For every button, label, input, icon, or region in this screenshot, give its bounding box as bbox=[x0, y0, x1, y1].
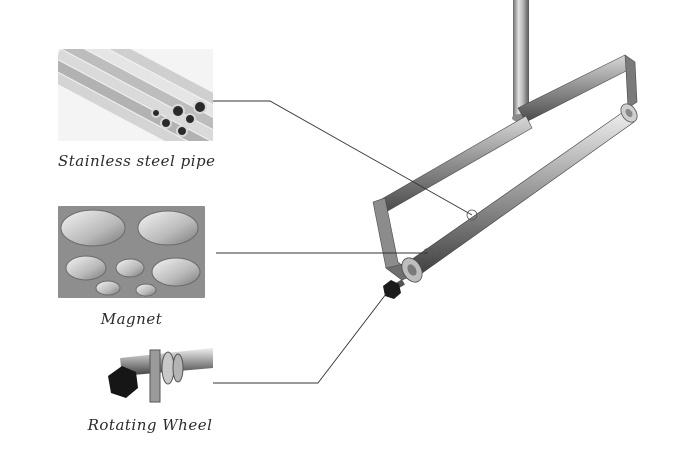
callout-line-steel-pipe bbox=[213, 100, 473, 216]
magnet-discs-photo bbox=[58, 206, 205, 298]
callout-lines bbox=[213, 100, 478, 384]
sweeper-frame bbox=[372, 54, 638, 281]
label-magnet: Magnet bbox=[100, 310, 163, 328]
callout-line-rotating-wheel bbox=[213, 293, 387, 384]
steel-pipes-photo bbox=[58, 49, 213, 141]
label-rotating-wheel: Rotating Wheel bbox=[87, 416, 213, 434]
rotating-wheel-photo bbox=[100, 346, 213, 408]
label-stainless-steel-pipe: Stainless steel pipe bbox=[58, 152, 216, 170]
rotating-wheel-assembly bbox=[383, 257, 423, 299]
